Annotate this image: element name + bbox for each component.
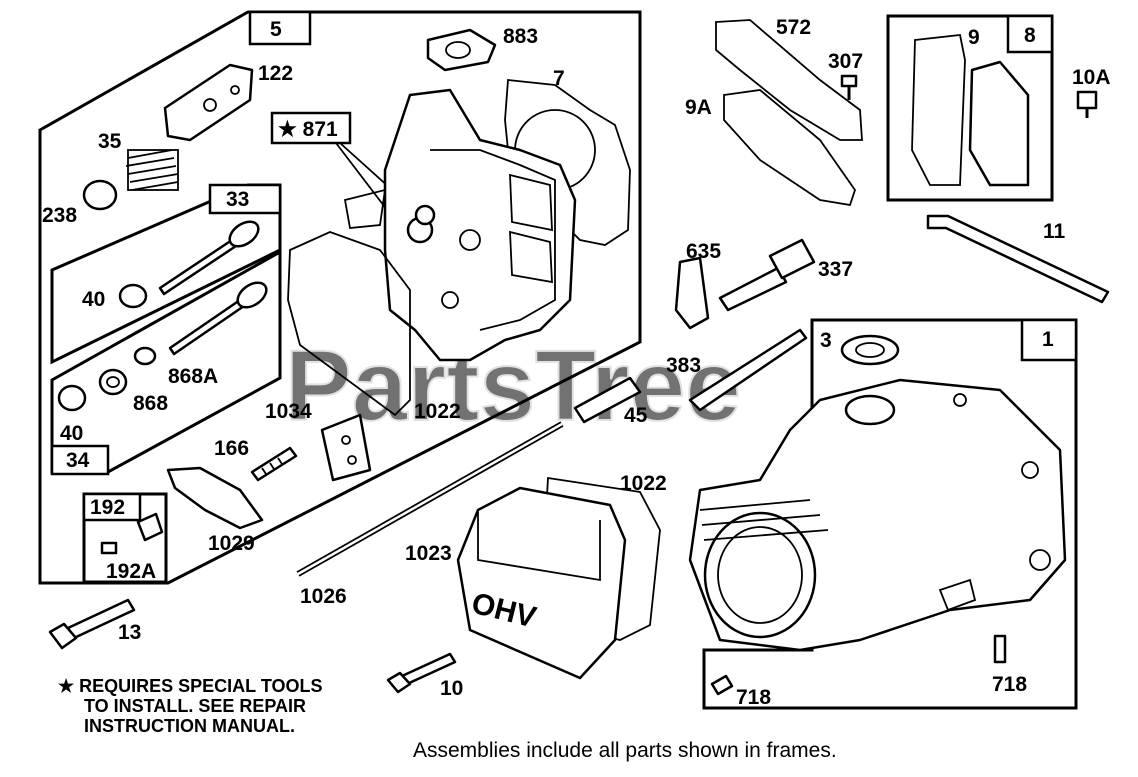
part-383-rod-drawing[interactable] (688, 328, 808, 412)
frame-number-5: 5 (270, 18, 282, 41)
part-718-pin-right-drawing[interactable] (993, 634, 1007, 664)
part-3-oil-seal-drawing[interactable] (840, 334, 900, 366)
part-number-122: 122 (258, 62, 293, 85)
part-number-307: 307 (828, 50, 863, 73)
part-cylinder-head-drawing[interactable] (343, 88, 577, 362)
part-number-871: ★ 871 (278, 118, 338, 141)
part-number-1023: 1023 (405, 542, 452, 565)
frame-number-1: 1 (1042, 328, 1054, 351)
part-number-7: 7 (553, 67, 565, 90)
part-number-868a: 868A (168, 365, 218, 388)
part-572-gasket-drawing[interactable] (715, 19, 863, 141)
part-9a-gasket-drawing[interactable] (723, 89, 856, 207)
part-40-valve-drawing[interactable] (118, 217, 263, 309)
part-11-tube-drawing[interactable] (926, 214, 1110, 304)
footnote-line-2: TO INSTALL. SEE REPAIR (84, 696, 306, 716)
frame-number-33: 33 (226, 188, 249, 211)
part-engine-block-drawing[interactable] (688, 378, 1067, 652)
part-number-10: 10 (440, 677, 463, 700)
part-number-192a: 192A (106, 560, 156, 583)
special-tool-tag (270, 111, 352, 145)
part-number-883: 883 (503, 25, 538, 48)
part-number-166: 166 (214, 437, 249, 460)
part-number-40-a: 40 (82, 288, 105, 311)
part-number-337: 337 (818, 258, 853, 281)
part-868-seal-drawing[interactable] (98, 368, 128, 396)
part-number-40-b: 40 (60, 422, 83, 445)
frame-tag-192 (82, 492, 142, 522)
pushrod-highlight (297, 422, 563, 576)
part-number-238: 238 (42, 204, 77, 227)
part-number-35: 35 (98, 130, 122, 153)
footnote-line-1: ★ REQUIRES SPECIAL TOOLS (58, 676, 323, 696)
part-10a-bolt-drawing[interactable] (1076, 90, 1098, 118)
part-45-tube-drawing[interactable] (573, 376, 642, 424)
part-number-1022-head: 1022 (414, 400, 461, 423)
part-number-718-left: 718 (736, 686, 771, 709)
part-1034-plate-drawing[interactable] (320, 413, 372, 482)
part-number-9a: 9A (685, 96, 712, 119)
part-9-cover-drawing[interactable] (968, 60, 1030, 187)
frame-number-8: 8 (1024, 24, 1036, 47)
part-number-3: 3 (820, 329, 832, 352)
frame-tag-33 (208, 183, 282, 215)
part-number-635: 635 (686, 240, 721, 263)
frame-number-192: 192 (90, 496, 125, 519)
part-10-bolt-drawing[interactable] (386, 652, 457, 694)
part-40-retainer-drawing[interactable] (57, 384, 87, 412)
frame-number-34: 34 (66, 449, 90, 472)
part-number-383: 383 (666, 354, 701, 377)
part-337-spark-plug-drawing[interactable] (718, 238, 816, 312)
part-9-gasket-drawing[interactable] (911, 34, 966, 186)
frame-tag-1 (1020, 318, 1078, 362)
frame-tag-34 (50, 444, 110, 476)
part-number-13: 13 (118, 621, 141, 644)
frame-gasket-kit (886, 14, 1054, 202)
part-868a-washer-drawing[interactable] (133, 346, 157, 366)
frame-tag-5 (248, 10, 312, 46)
part-718-pin-left-drawing[interactable] (710, 674, 734, 696)
part-35-spring-drawing[interactable] (125, 149, 179, 191)
part-exhaust-valve-drawing[interactable] (168, 278, 271, 356)
part-number-718-right: 718 (992, 673, 1027, 696)
part-1022-gasket-drawing[interactable] (287, 231, 411, 417)
part-number-1034: 1034 (265, 400, 312, 423)
frame-tag-8 (1006, 14, 1054, 54)
part-122-plate-drawing[interactable] (163, 63, 254, 142)
part-1023-valve-cover-drawing[interactable]: OHV (456, 486, 627, 680)
part-635-boot-drawing[interactable] (674, 256, 710, 330)
part-1029-rocker-drawing[interactable] (166, 466, 264, 530)
part-number-11: 11 (1043, 220, 1066, 243)
part-238-cap-drawing[interactable] (82, 179, 118, 211)
part-13-bolt-drawing[interactable] (48, 598, 136, 650)
part-number-572: 572 (776, 16, 811, 39)
footnote-line-3: INSTRUCTION MANUAL. (84, 716, 295, 736)
frame-head-assembly (38, 10, 642, 585)
part-number-1029: 1029 (208, 532, 255, 555)
assemblies-caption: Assemblies include all parts shown in fr… (413, 739, 837, 762)
part-307-screw-drawing[interactable] (840, 74, 858, 100)
part-number-1022-cover: 1022 (620, 472, 667, 495)
part-number-10a: 10A (1072, 66, 1111, 89)
part-883-gasket-drawing[interactable] (426, 28, 497, 72)
part-number-9: 9 (968, 26, 980, 49)
part-166-stud-drawing[interactable] (250, 446, 298, 482)
part-number-868: 868 (133, 392, 168, 415)
part-number-1026: 1026 (300, 585, 347, 608)
part-192-breather-drawing[interactable] (100, 512, 164, 555)
part-number-45: 45 (624, 404, 648, 427)
